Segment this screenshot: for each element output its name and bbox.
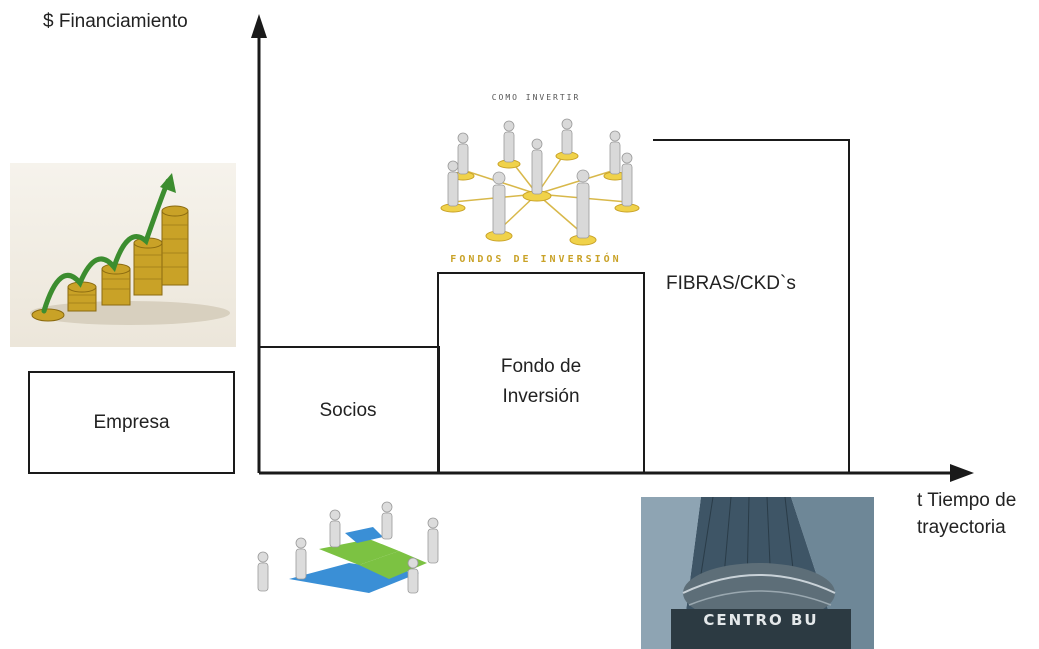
- puzzle-svg: [257, 501, 439, 594]
- x-axis-label-line2: trayectoria: [917, 517, 1006, 538]
- bolsa-caption: CENTRO BU: [703, 611, 818, 629]
- x-axis-label-line1: t Tiempo de: [917, 490, 1017, 511]
- y-axis-arrowhead: [251, 14, 267, 38]
- network-caption-bottom: FONDOS DE INVERSIÓN: [450, 252, 621, 265]
- bolsa-svg: CENTRO BU: [641, 497, 874, 649]
- coins-svg: [30, 173, 230, 325]
- fibras-label: FIBRAS/CKD`s: [666, 273, 796, 294]
- puzzle-team-image: [249, 493, 459, 595]
- fondo-label-line1: Fondo de: [500, 356, 582, 377]
- y-axis-label: $ Financiamiento: [43, 11, 188, 32]
- growth-coins-image: [10, 163, 236, 347]
- network-caption-top: COMO INVERTIR: [492, 93, 581, 102]
- fondo-inversion-box: Fondo de Inversión: [437, 272, 645, 474]
- stock-exchange-building-image: CENTRO BU: [641, 497, 874, 649]
- investment-network-image: COMO INVERTIR FONDOS DE INVERSIÓN: [419, 84, 653, 270]
- x-axis-label: t Tiempo de trayectoria: [917, 487, 1016, 541]
- socios-label: Socios: [319, 400, 377, 421]
- x-axis-arrowhead: [950, 464, 974, 482]
- fibras-box: FIBRAS/CKD`s: [642, 139, 850, 474]
- empresa-box: Empresa: [28, 371, 235, 474]
- network-svg: COMO INVERTIR FONDOS DE INVERSIÓN: [440, 93, 640, 265]
- fondo-label-line2: Inversión: [502, 386, 580, 407]
- socios-box: Socios: [258, 346, 440, 474]
- empresa-label: Empresa: [93, 411, 170, 433]
